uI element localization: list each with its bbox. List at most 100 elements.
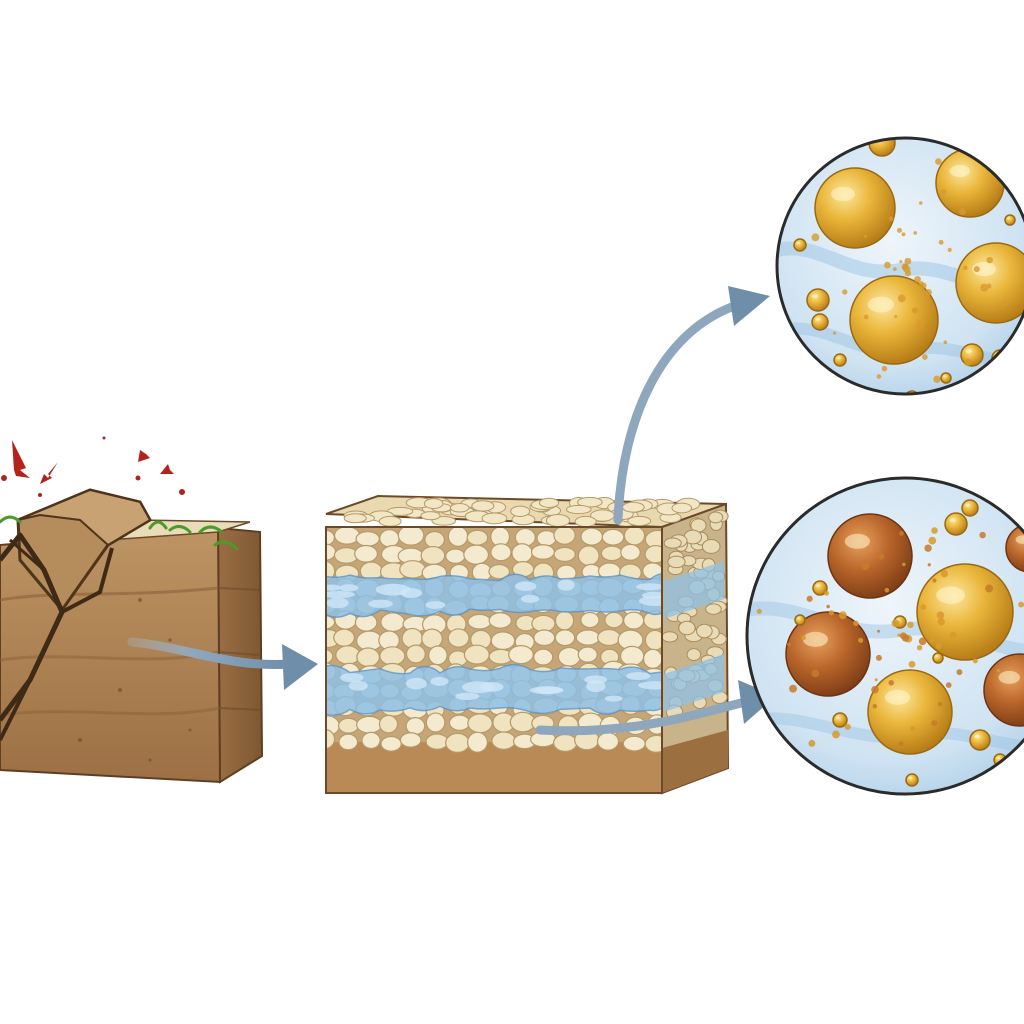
speck: [908, 660, 916, 668]
granule: [577, 545, 600, 567]
water-highlight: [405, 677, 427, 690]
speck: [901, 232, 906, 237]
magnified-view-top: [775, 136, 1024, 396]
granule: [378, 714, 399, 734]
speck: [920, 604, 927, 610]
granule: [447, 628, 470, 648]
granule: [488, 563, 511, 580]
granule: [471, 500, 495, 512]
granule: [338, 733, 359, 751]
speck: [927, 563, 931, 567]
granule: [333, 527, 361, 545]
speck: [929, 638, 935, 644]
granule: [490, 631, 516, 651]
granule: [337, 717, 359, 734]
particle-highlight: [835, 716, 841, 719]
arrow-to-treated-block: [127, 637, 318, 690]
granule: [574, 515, 597, 528]
granule: [467, 731, 488, 753]
cracked-soil-block: [0, 488, 264, 784]
large-particle: [849, 275, 939, 365]
water-band: [326, 572, 662, 618]
particle-highlight: [1015, 535, 1024, 544]
speck: [876, 374, 882, 379]
granule: [678, 620, 696, 636]
speck: [949, 631, 957, 639]
speck: [907, 621, 914, 629]
granule: [627, 515, 652, 527]
granule: [399, 560, 427, 579]
speck: [985, 584, 994, 593]
speck: [935, 642, 942, 649]
speck: [899, 530, 904, 536]
particle-highlight: [965, 503, 970, 507]
granule: [577, 496, 603, 508]
speck: [972, 658, 978, 664]
speck: [806, 595, 813, 602]
speck: [871, 685, 879, 694]
granule: [423, 498, 444, 510]
granule: [565, 504, 592, 515]
granule: [663, 537, 682, 549]
water-highlight: [430, 676, 449, 686]
speck: [925, 289, 932, 296]
speck: [922, 354, 928, 360]
speck: [884, 261, 891, 269]
granule: [326, 729, 336, 750]
particle-highlight: [884, 689, 911, 705]
particle-highlight: [972, 261, 996, 277]
granule: [379, 646, 406, 666]
granule: [604, 611, 624, 629]
speck: [824, 590, 830, 596]
granule: [449, 503, 470, 513]
small-particle: [833, 353, 847, 367]
water-highlight: [534, 686, 564, 694]
granule: [397, 527, 425, 546]
speck: [964, 358, 972, 367]
granule: [421, 628, 443, 649]
water-highlight: [635, 583, 662, 591]
speck: [1018, 601, 1024, 608]
water-highlight: [520, 594, 540, 603]
granule: [554, 610, 575, 631]
large-particle: [867, 669, 953, 755]
speck: [787, 642, 791, 647]
speck: [838, 611, 847, 620]
stress-arrows: [1, 430, 194, 497]
speck: [828, 610, 835, 616]
granule: [538, 497, 560, 508]
speck: [888, 679, 895, 686]
water-highlight: [626, 672, 651, 681]
granule: [380, 735, 402, 752]
granule: [552, 733, 578, 752]
granule: [696, 623, 713, 639]
granule: [361, 731, 381, 750]
speck: [986, 256, 993, 264]
water-highlight: [368, 599, 393, 608]
speck: [932, 578, 937, 583]
granule: [420, 545, 446, 566]
particle-highlight: [1007, 217, 1010, 220]
large-particle: [955, 242, 1024, 324]
large-particle: [814, 167, 896, 249]
granule: [623, 527, 646, 546]
large-particle: [1005, 523, 1024, 573]
granule: [463, 544, 490, 565]
speck: [756, 608, 762, 614]
speck: [891, 619, 900, 628]
small-particle: [794, 614, 806, 626]
speck: [902, 263, 907, 268]
granule: [708, 511, 724, 524]
speck: [853, 620, 859, 627]
small-particle: [905, 773, 919, 787]
granule: [531, 614, 556, 633]
particle-highlight: [949, 518, 956, 523]
particle-highlight: [797, 617, 800, 620]
particle-highlight: [908, 776, 912, 779]
water-highlight: [455, 692, 480, 701]
speck: [958, 208, 966, 215]
granule: [577, 646, 598, 663]
small-particle: [904, 390, 920, 394]
granule: [686, 648, 702, 661]
granule: [545, 514, 571, 527]
